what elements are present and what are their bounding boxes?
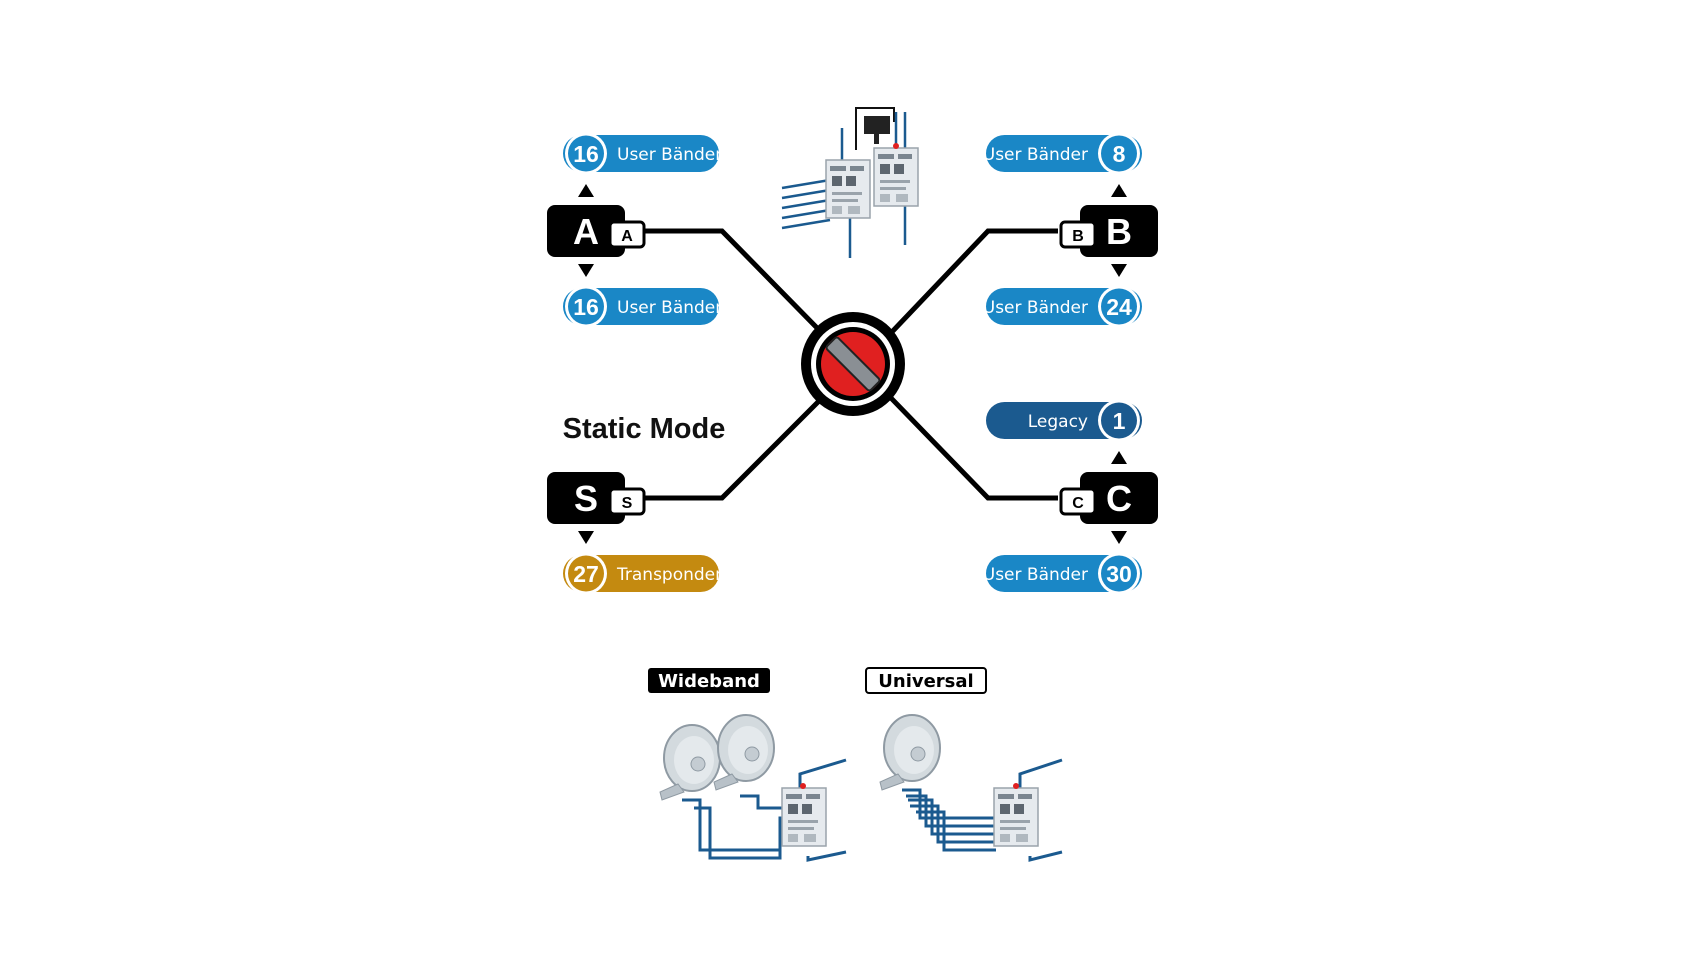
b-bottom-badge: 24 User Bänder — [983, 285, 1142, 328]
mode-b-letter: B — [1106, 211, 1132, 252]
mode-c-letter: C — [1106, 478, 1132, 519]
multiswitch-device-icon — [781, 107, 919, 258]
connector-b — [888, 228, 1058, 336]
satellite-dish-icon — [659, 714, 775, 801]
multiswitch-device-icon — [993, 787, 1039, 847]
arrow-up-icon — [578, 184, 594, 197]
mode-b-small-letter: B — [1072, 228, 1084, 245]
s-bottom-badge: 27 Transponder — [563, 552, 722, 595]
a-top-badge: 16 User Bänder — [563, 132, 722, 175]
mode-s-small-letter: S — [622, 495, 633, 512]
b-top-number: 8 — [1113, 141, 1126, 167]
mode-b-group: 8 User Bänder B B 24 User Bänder — [983, 132, 1158, 328]
c-bottom-number: 30 — [1106, 561, 1132, 587]
c-top-badge: 1 Legacy — [986, 399, 1142, 442]
universal-section: Universal — [865, 667, 1063, 862]
mode-b-button[interactable]: B B — [1059, 205, 1158, 257]
c-bottom-badge: 30 User Bänder — [983, 552, 1142, 595]
s-bottom-number: 27 — [573, 561, 599, 587]
mode-s-button[interactable]: S S — [547, 472, 646, 524]
b-top-badge: 8 User Bänder — [983, 132, 1142, 175]
mode-s-letter: S — [574, 478, 598, 519]
mode-a-button[interactable]: A A — [547, 205, 646, 257]
multiswitch-device-icon — [781, 787, 827, 847]
b-top-label: User Bänder — [983, 145, 1088, 165]
rotary-switch-icon — [801, 312, 905, 416]
s-bottom-label: Transponder — [616, 565, 722, 585]
c-bottom-label: User Bänder — [983, 565, 1088, 585]
arrow-down-icon — [1111, 264, 1127, 277]
a-bottom-badge: 16 User Bänder — [563, 285, 722, 328]
universal-label: Universal — [878, 671, 973, 692]
mode-c-button[interactable]: C C — [1059, 472, 1158, 524]
mode-s-group: Static Mode S S 27 Transponder — [547, 413, 725, 595]
mode-a-small-letter: A — [621, 228, 633, 245]
mode-a-group: 16 User Bänder A A 16 User Bänder — [547, 132, 722, 328]
arrow-down-icon — [578, 264, 594, 277]
a-top-label: User Bänder — [617, 145, 722, 165]
wideband-section: Wideband — [648, 668, 847, 862]
a-top-number: 16 — [573, 141, 599, 167]
arrow-down-icon — [1111, 531, 1127, 544]
mode-c-group: 1 Legacy C C 30 User Bänder — [983, 399, 1158, 595]
wideband-label: Wideband — [658, 671, 760, 692]
c-top-label: Legacy — [1028, 412, 1088, 432]
a-bottom-label: User Bänder — [617, 298, 722, 318]
static-mode-title: Static Mode — [563, 413, 726, 445]
a-bottom-number: 16 — [573, 294, 599, 320]
connector-c — [888, 395, 1058, 501]
mode-c-small-letter: C — [1072, 495, 1084, 512]
arrow-up-icon — [1111, 451, 1127, 464]
mode-a-letter: A — [573, 211, 599, 252]
satellite-dish-icon — [879, 714, 941, 791]
universal-cables — [902, 758, 1063, 862]
c-top-number: 1 — [1113, 408, 1126, 434]
b-bottom-number: 24 — [1106, 294, 1132, 320]
arrow-up-icon — [1111, 184, 1127, 197]
b-bottom-label: User Bänder — [983, 298, 1088, 318]
arrow-down-icon — [578, 531, 594, 544]
